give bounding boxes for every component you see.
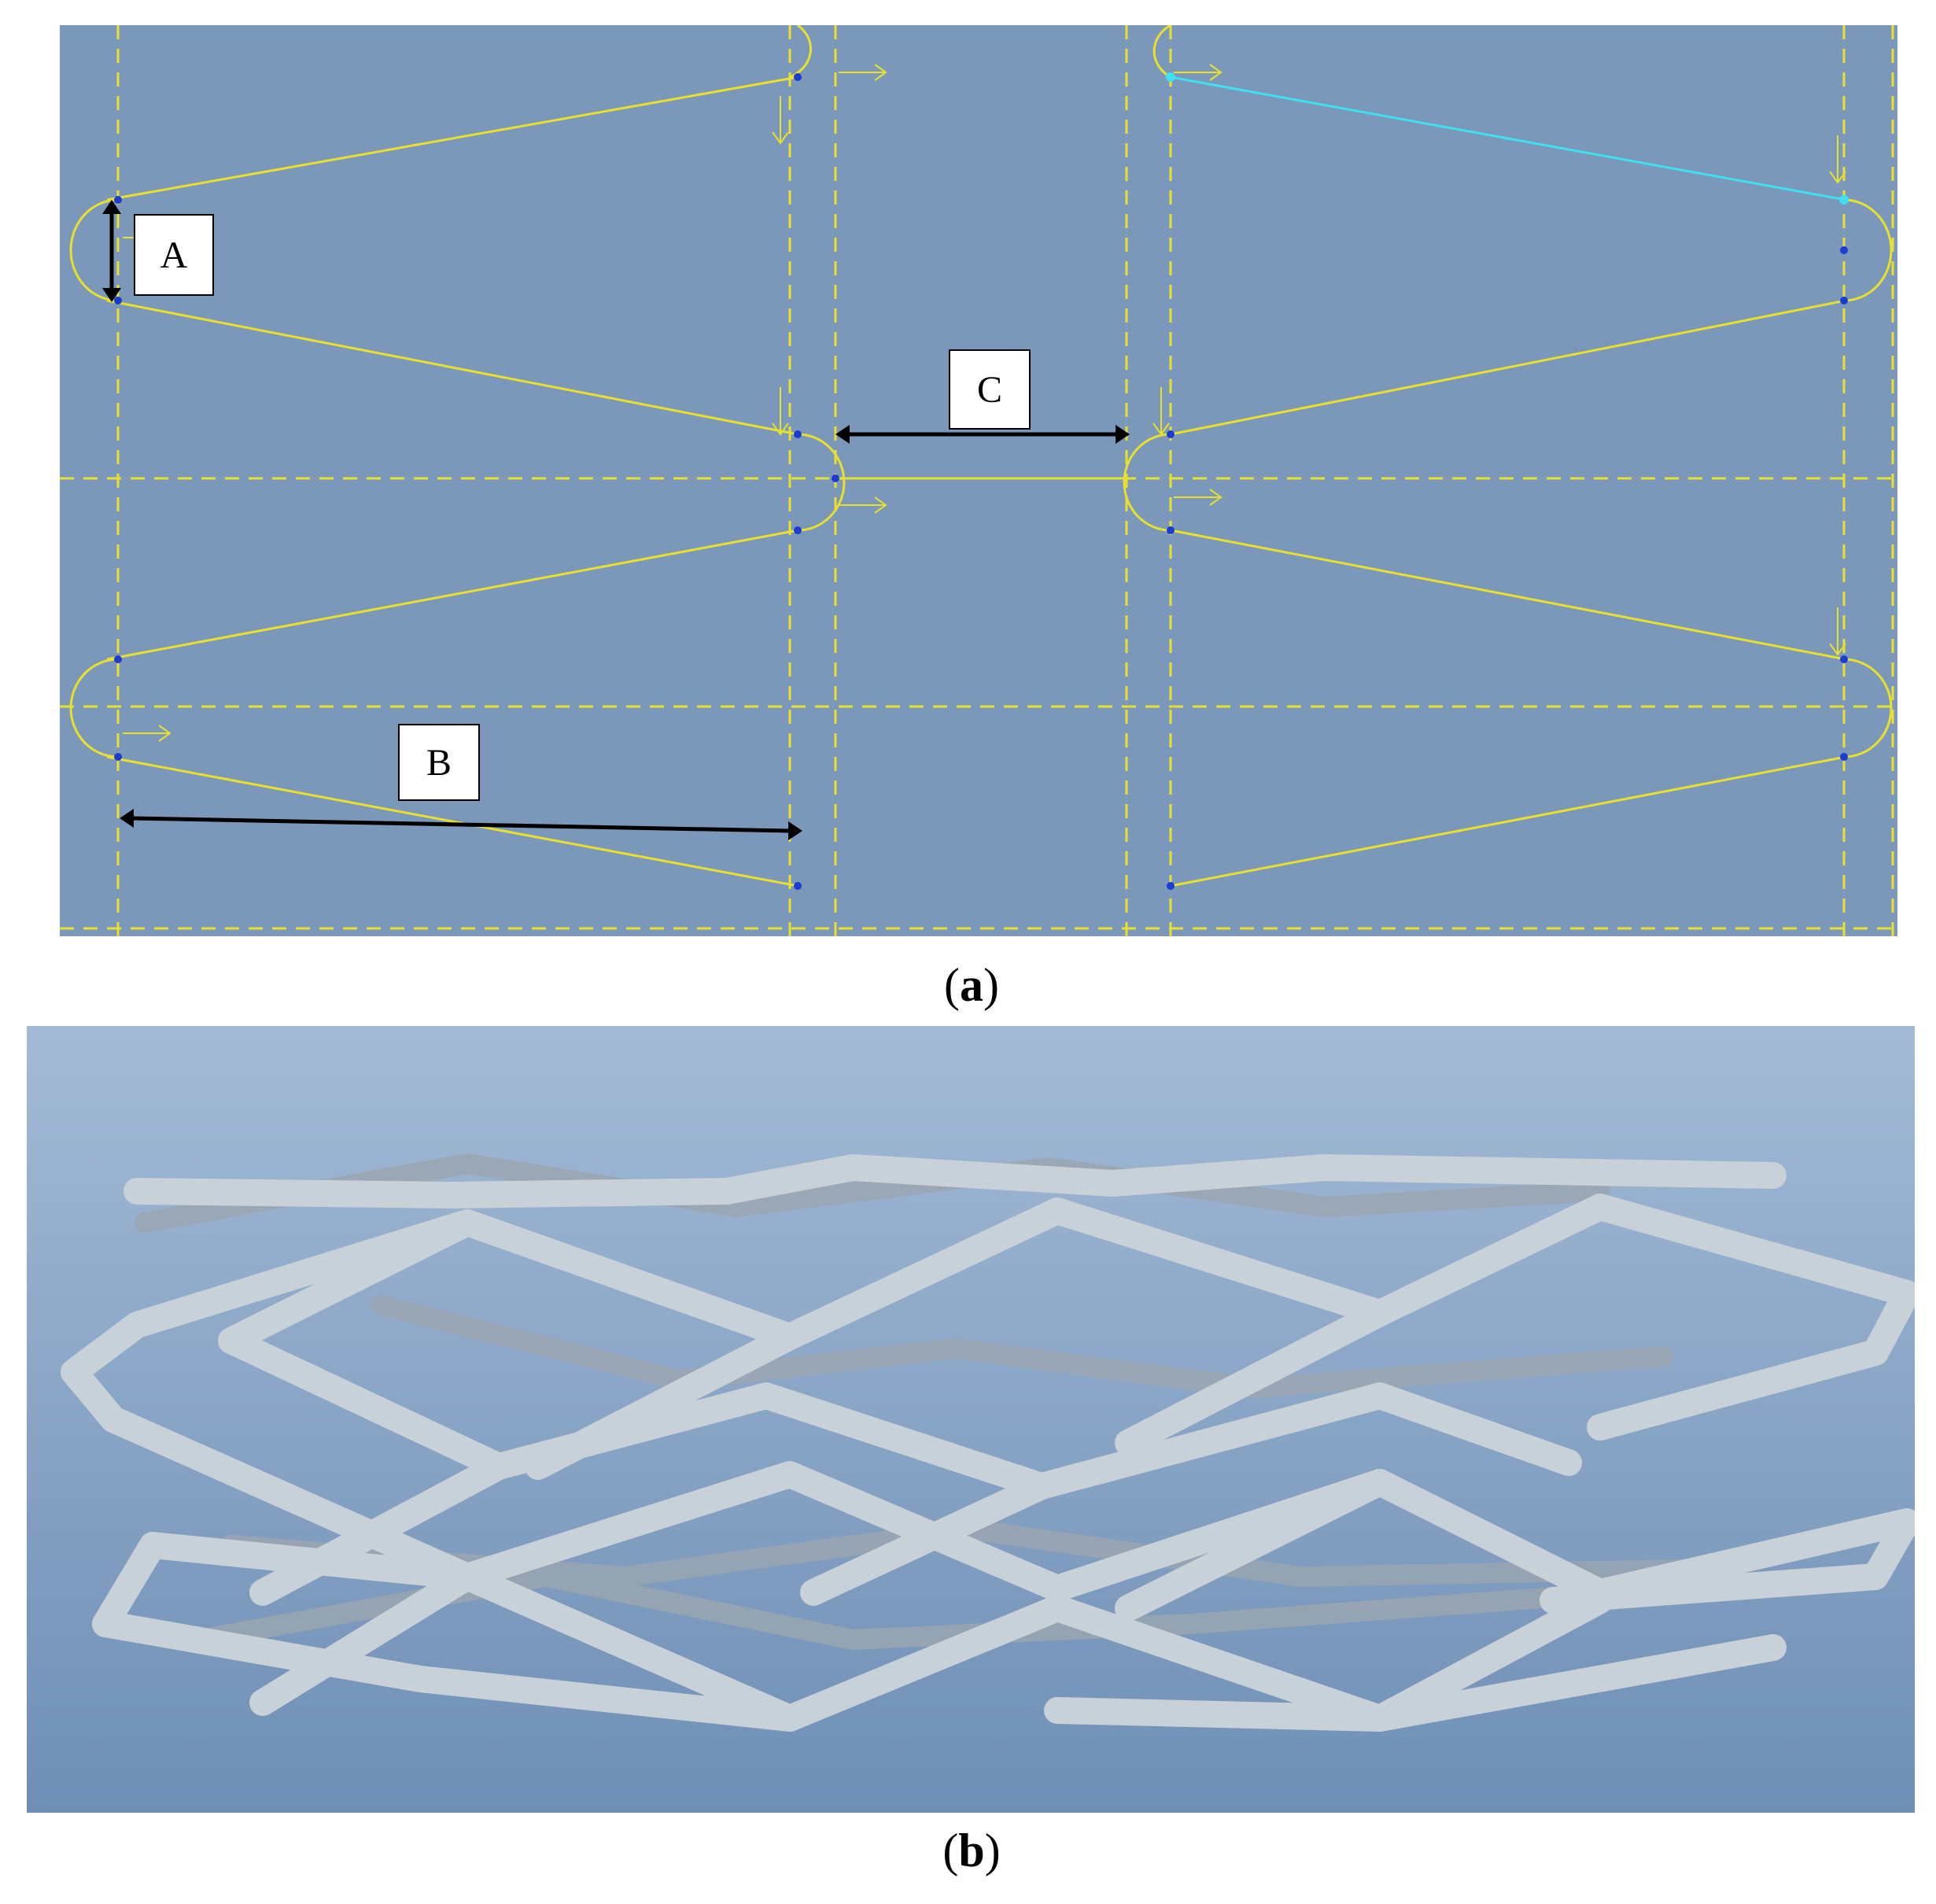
dimension-label-b: B xyxy=(398,724,480,801)
sketch-points xyxy=(114,73,1848,890)
dimension-arrows xyxy=(102,200,1130,840)
highlight-point xyxy=(1166,72,1175,82)
sketch-background xyxy=(60,25,1897,936)
dimension-label-a: A xyxy=(134,214,214,296)
stent-front-struts xyxy=(61,1154,1915,1732)
dimension-label-c: C xyxy=(949,349,1031,430)
constraint-arrows xyxy=(123,64,1846,742)
stent-render-canvas xyxy=(27,1026,1915,1813)
caption-b: (b) xyxy=(942,1825,1001,1876)
highlighted-strut-line xyxy=(1170,76,1846,201)
cad-sketch-panel xyxy=(60,25,1897,936)
highlight-point xyxy=(1839,195,1849,205)
caption-a: (a) xyxy=(944,959,999,1011)
cad-sketch-canvas xyxy=(60,25,1897,936)
strut-sketch-lines xyxy=(69,25,1893,887)
stent-render-panel xyxy=(27,1026,1915,1813)
